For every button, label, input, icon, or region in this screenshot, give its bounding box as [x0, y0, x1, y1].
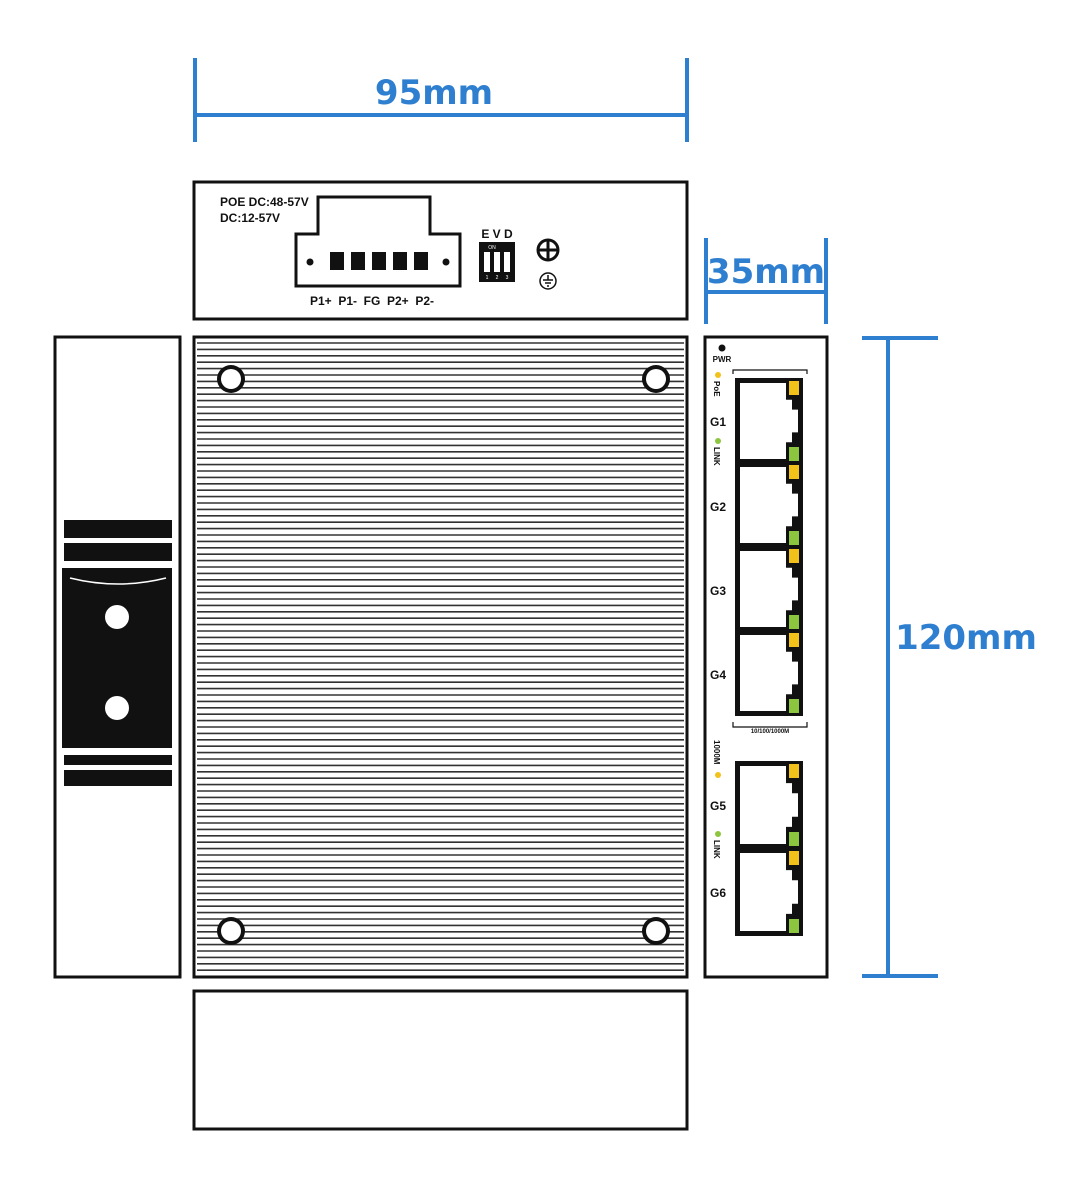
link-indicator — [789, 919, 799, 933]
poe-led-group2 — [715, 772, 721, 778]
depth-dimension — [704, 238, 828, 324]
terminal-screw-right — [442, 258, 450, 266]
dip-number-2: 2 — [496, 275, 499, 281]
rj45-port-group-2 — [735, 761, 803, 936]
power-spec-line2: DC:12-57V — [220, 211, 280, 225]
din-clip — [62, 568, 172, 748]
poe-indicator — [789, 381, 799, 395]
bottom-panel — [192, 989, 689, 1131]
din-rail-side — [53, 335, 182, 979]
din-rail-bar — [64, 770, 172, 786]
fiber-speed-label: 1000M — [712, 740, 721, 765]
link-led-group2 — [715, 831, 721, 837]
width-dimension-label: 95mm — [375, 73, 493, 113]
ground-screw-icon — [536, 238, 560, 262]
top-panel: POE DC:48-57V DC:12-57V P1+ P1- FG P2+ P… — [192, 180, 689, 321]
rj45-port-group-1 — [735, 378, 803, 716]
terminal-pin — [330, 252, 344, 270]
rj45-port — [735, 546, 803, 632]
link-indicator — [789, 615, 799, 629]
poe-indicator — [789, 764, 799, 778]
heatsink-body — [192, 335, 689, 979]
din-clip-hole — [105, 696, 129, 720]
poe-indicator — [789, 465, 799, 479]
din-clip-edge — [69, 577, 167, 585]
mounting-hole — [642, 365, 670, 393]
width-dimension — [193, 58, 689, 142]
port-group-bracket — [732, 722, 808, 728]
mounting-hole — [217, 917, 245, 945]
dip-slider-2 — [494, 252, 500, 272]
pwr-label: PWR — [713, 355, 732, 364]
port-label-g1: G1 — [710, 415, 726, 429]
rj45-port — [735, 761, 803, 849]
height-dimension-label: 120mm — [895, 618, 1037, 658]
depth-dimension-label: 35mm — [707, 252, 825, 292]
link-indicator — [789, 699, 799, 713]
pwr-led — [718, 344, 726, 352]
din-rail-bar — [64, 755, 172, 765]
port-label-g4: G4 — [710, 668, 726, 682]
terminal-pin — [351, 252, 365, 270]
rj45-port — [735, 378, 803, 464]
link-indicator — [789, 832, 799, 846]
rj45-port — [735, 630, 803, 716]
port-label-g6: G6 — [710, 886, 726, 900]
poe-indicator — [789, 633, 799, 647]
link-label-group2: LINK — [712, 840, 721, 859]
port-label-g2: G2 — [710, 500, 726, 514]
dip-number-1: 1 — [486, 275, 489, 281]
din-rail-bar — [64, 520, 172, 538]
rj45-port — [735, 848, 803, 936]
dip-slider-1 — [484, 252, 490, 272]
link-label: LINK — [712, 447, 721, 466]
dip-switch-on: ON — [488, 245, 496, 251]
height-dimension — [862, 336, 938, 978]
din-clip-hole — [105, 605, 129, 629]
poe-indicator — [789, 851, 799, 865]
dip-number-3: 3 — [506, 275, 509, 281]
mounting-hole — [642, 917, 670, 945]
port-label-g5: G5 — [710, 799, 726, 813]
power-spec-line1: POE DC:48-57V — [220, 195, 309, 209]
poe-led — [715, 372, 721, 378]
link-indicator — [789, 447, 799, 461]
port-label-g3: G3 — [710, 584, 726, 598]
mounting-hole — [217, 365, 245, 393]
terminal-labels: P1+ P1- FG P2+ P2- — [310, 294, 434, 308]
terminal-screw-left — [306, 258, 314, 266]
dip-switch-label: E V D — [481, 227, 513, 241]
heatsink-fins — [197, 342, 684, 972]
dip-slider-3 — [504, 252, 510, 272]
link-indicator — [789, 531, 799, 545]
port-group-bracket — [732, 369, 808, 374]
terminal-pin — [393, 252, 407, 270]
din-rail-bar — [64, 543, 172, 561]
front-panel: PWR PoE G1 LINK G2 G3 G4 10/100/1000M 10… — [703, 335, 829, 979]
poe-label: PoE — [712, 381, 721, 397]
ground-icon — [539, 272, 557, 290]
rj45-port — [735, 462, 803, 548]
speed-label: 10/100/1000M — [751, 729, 789, 735]
link-led — [715, 438, 721, 444]
terminal-pin — [414, 252, 428, 270]
terminal-pin — [372, 252, 386, 270]
poe-indicator — [789, 549, 799, 563]
